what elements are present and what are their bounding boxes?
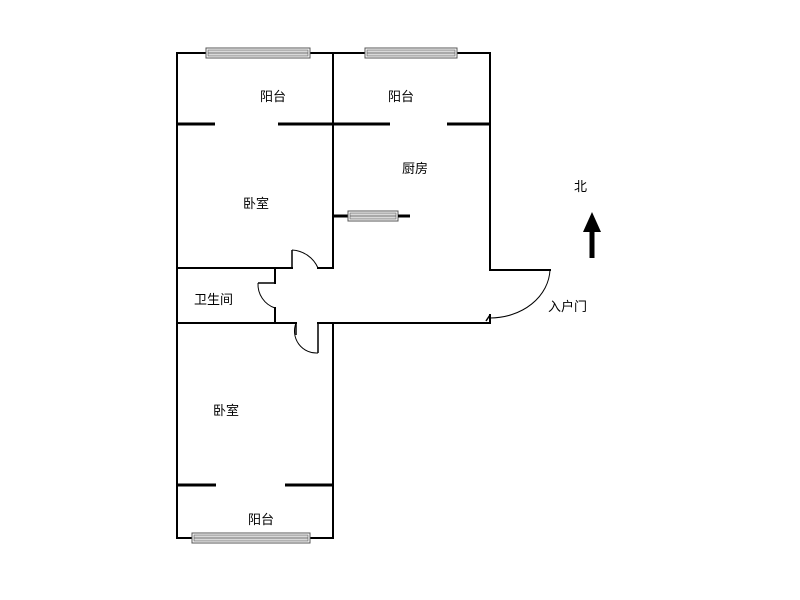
room-label-bedroom-lower: 卧室: [213, 403, 239, 419]
room-label-kitchen: 厨房: [402, 161, 428, 177]
windows: [191, 47, 458, 544]
room-label-balcony-south: 阳台: [248, 513, 274, 528]
room-label-balcony-ne: 阳台: [388, 90, 414, 105]
entrance-door: [485, 269, 551, 322]
entrance-label: 入户门: [548, 299, 587, 315]
north-arrow-icon: [583, 212, 601, 232]
bedroom-upper-door: [291, 249, 334, 269]
balcony-partitions: [177, 122, 490, 487]
doors: [257, 249, 551, 354]
north-arrow: [583, 212, 601, 258]
north-label: 北: [574, 180, 587, 195]
labels: 阳台 阳台 厨房 卧室 卫生间 卧室 阳台 入户门 北: [194, 90, 587, 528]
bathroom-door: [257, 282, 276, 309]
room-label-balcony-nw: 阳台: [260, 90, 286, 105]
room-label-bathroom: 卫生间: [194, 293, 233, 308]
window-kitchen-interior: [333, 210, 410, 222]
room-label-bedroom-upper: 卧室: [243, 196, 269, 212]
bedroom-lower-door: [293, 322, 319, 354]
window-north-east: [364, 47, 458, 59]
window-north-west: [205, 47, 311, 59]
window-south: [191, 532, 311, 544]
